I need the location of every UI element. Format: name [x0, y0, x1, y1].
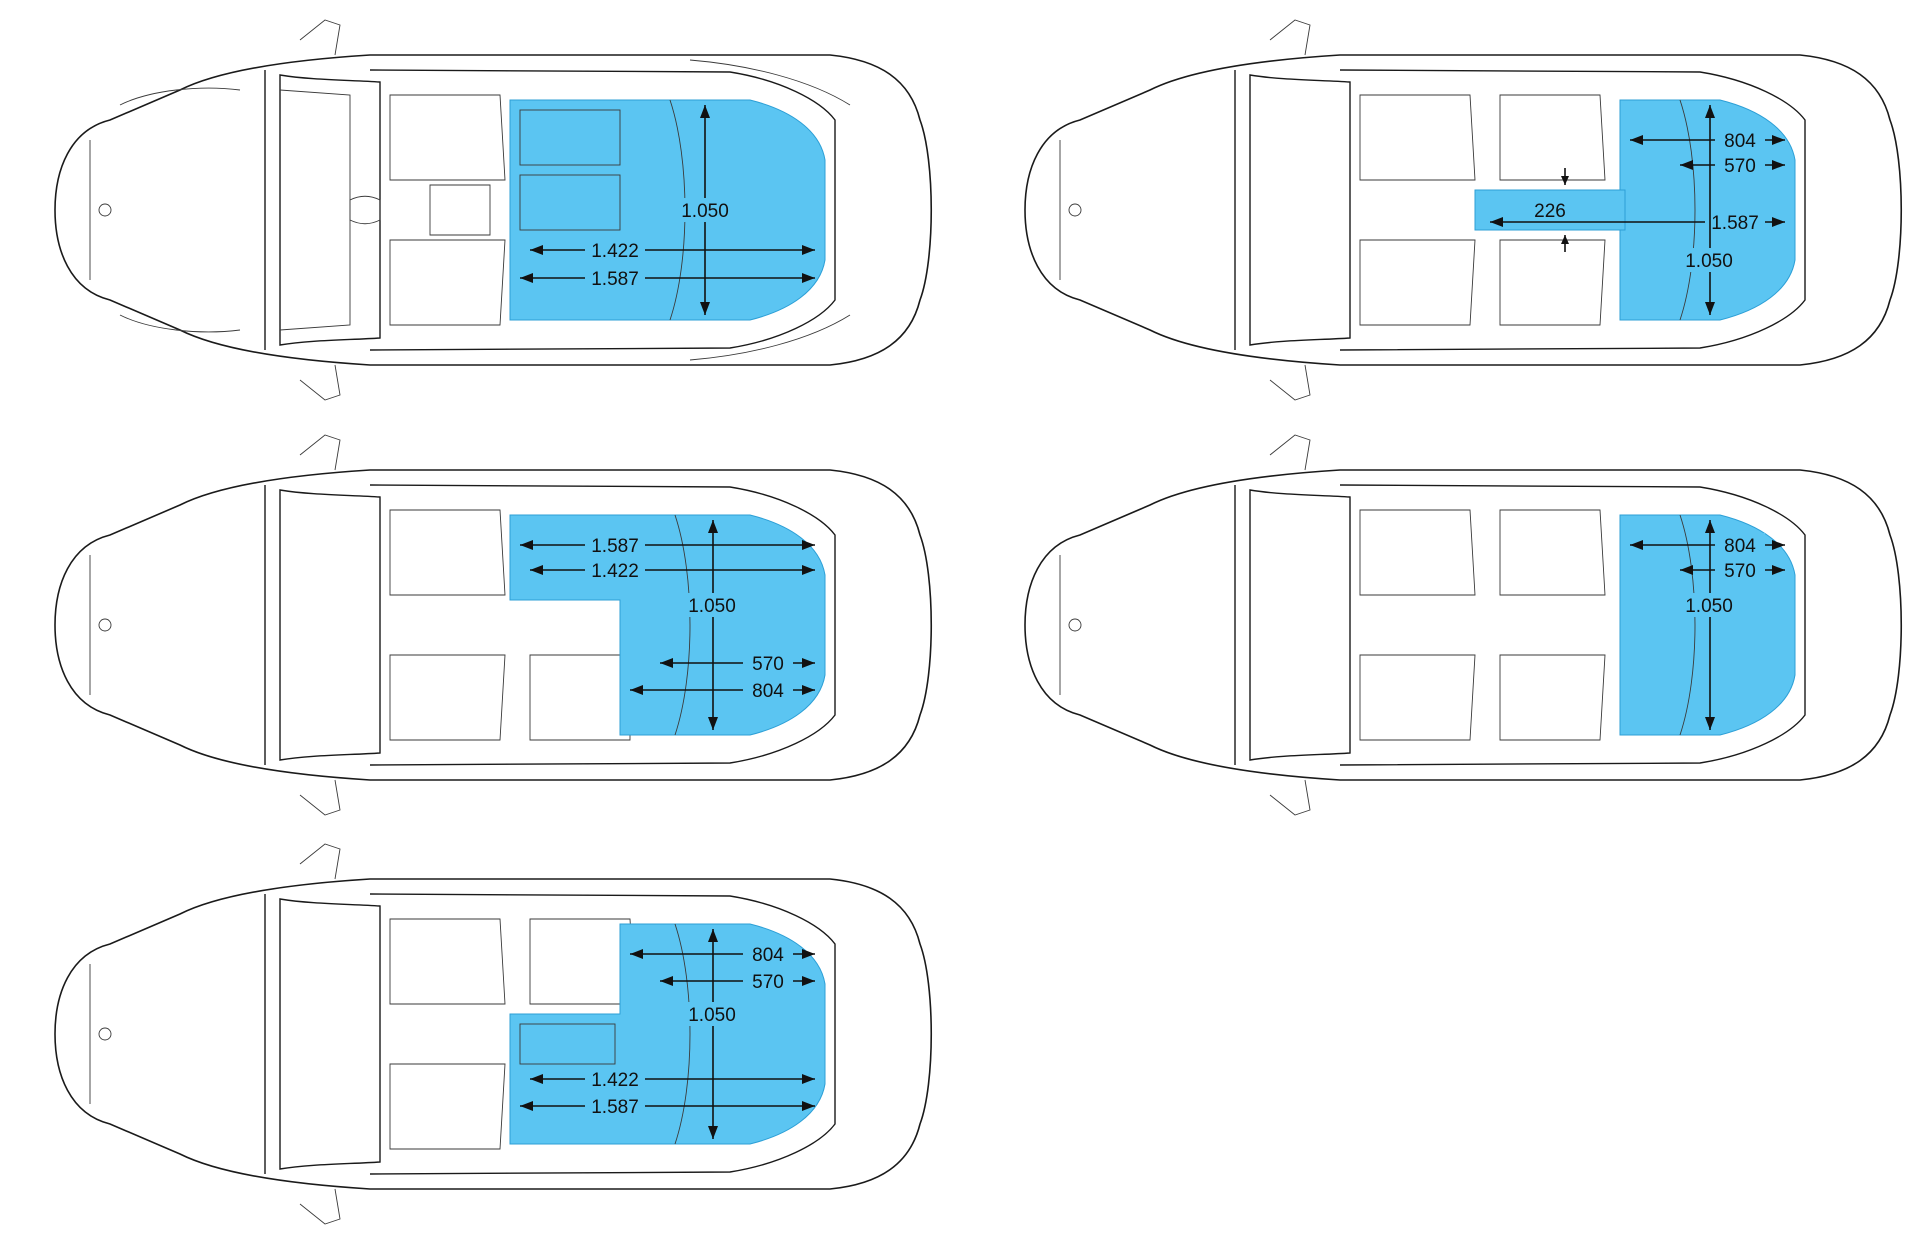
dimension-depth: 1.050 [678, 105, 733, 315]
dimension-width-front: 1.422 [530, 1067, 815, 1091]
car-diagram-5: 804 570 1.050 1.422 1.587 [54, 843, 933, 1225]
top-label: 804 [752, 681, 784, 702]
dimension-width-rear: 1.587 [520, 266, 815, 290]
width-rear-label: 1.587 [591, 1097, 639, 1118]
dimension-top: 804 [1630, 128, 1785, 152]
dimension-depth: 1.050 [1680, 105, 1738, 315]
width-front-label: 1.422 [591, 1070, 639, 1091]
dimension-top: 804 [1630, 533, 1785, 557]
dimension-width-rear: 1.587 [520, 1094, 815, 1118]
cargo-area [1619, 514, 1796, 736]
depth-label: 1.050 [688, 596, 736, 617]
center-label: 226 [1534, 201, 1566, 222]
width-rear-label: 1.587 [591, 536, 639, 557]
dimension-depth: 1.050 [1680, 520, 1738, 730]
dimension-width-rear: 1.587 [520, 533, 815, 557]
dimension-mid: 570 [660, 969, 815, 993]
depth-label: 1.050 [1685, 251, 1733, 272]
mid-label: 570 [1724, 156, 1756, 177]
top-label: 804 [1724, 536, 1756, 557]
dimension-mid: 570 [1680, 153, 1785, 177]
width-front-label: 1.422 [591, 561, 639, 582]
dimension-width-front: 1.422 [530, 238, 815, 262]
dimension-center: 226 [1534, 168, 1569, 252]
dimension-width-front: 1.422 [530, 558, 815, 582]
depth-label: 1.050 [1685, 596, 1733, 617]
width-label: 1.587 [1711, 213, 1759, 234]
mid-label: 570 [752, 654, 784, 675]
dimension-mid: 570 [1680, 558, 1785, 582]
mid-label: 570 [752, 972, 784, 993]
dimension-width: 1.587 [1490, 210, 1785, 234]
depth-label: 1.050 [681, 201, 729, 222]
car-diagram-4: 804 570 1.050 [1024, 434, 1903, 816]
car-diagram-2: 804 570 226 1.587 1.050 [1024, 19, 1903, 401]
dimension-depth: 1.050 [683, 520, 741, 730]
dimension-depth: 1.050 [683, 929, 741, 1139]
cargo-area [509, 99, 826, 321]
mid-label: 570 [1724, 561, 1756, 582]
dimension-top: 804 [630, 942, 815, 966]
dimension-top: 804 [630, 678, 815, 702]
depth-label: 1.050 [688, 1005, 736, 1026]
width-front-label: 1.422 [591, 241, 639, 262]
car-diagram-3: 1.587 1.422 1.050 570 804 [54, 434, 933, 816]
top-label: 804 [1724, 131, 1756, 152]
top-label: 804 [752, 945, 784, 966]
car-diagram-1: 1.050 1.422 1.587 [54, 19, 933, 401]
dimension-mid: 570 [660, 651, 815, 675]
width-rear-label: 1.587 [591, 269, 639, 290]
